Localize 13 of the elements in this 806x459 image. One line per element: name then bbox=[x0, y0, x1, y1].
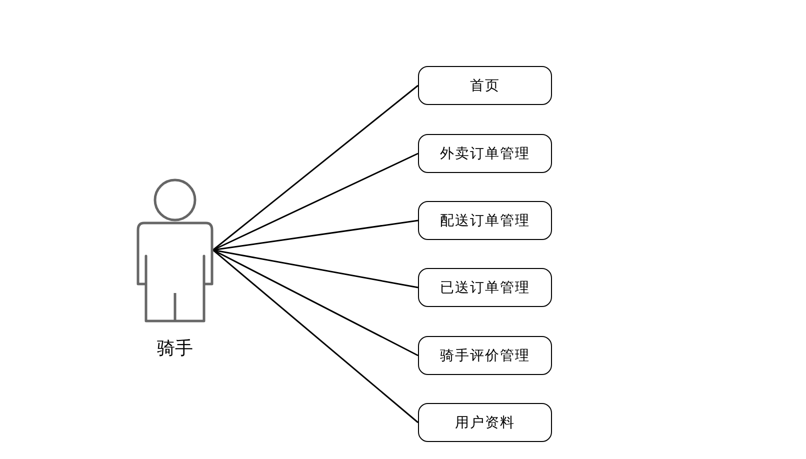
use-case-box: 骑手评价管理 bbox=[418, 336, 552, 375]
connector-line bbox=[212, 249, 418, 424]
connector-line bbox=[212, 152, 418, 251]
use-case-box: 已送订单管理 bbox=[418, 268, 552, 307]
connector-line bbox=[212, 220, 418, 251]
use-case-box: 配送订单管理 bbox=[418, 201, 552, 240]
connector-line bbox=[212, 249, 418, 288]
connector-line bbox=[212, 249, 418, 356]
use-case-box: 外卖订单管理 bbox=[418, 134, 552, 173]
actor-label: 骑手 bbox=[156, 337, 194, 360]
use-case-box: 首页 bbox=[418, 66, 552, 105]
use-case-box: 用户资料 bbox=[418, 403, 552, 442]
connector-line bbox=[212, 84, 418, 251]
